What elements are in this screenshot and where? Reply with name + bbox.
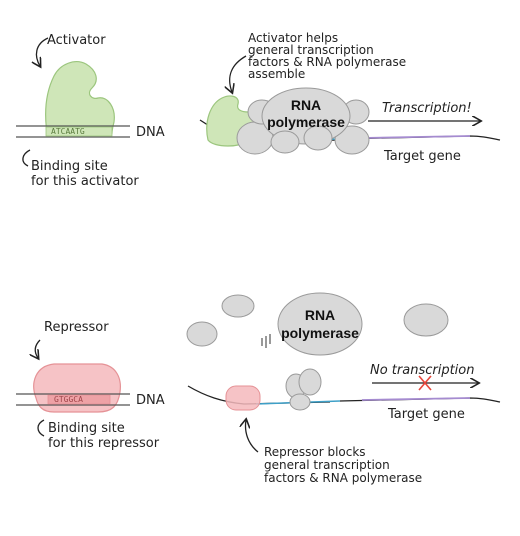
binding-site-hook	[22, 149, 31, 167]
repressor-binding-site	[47, 394, 111, 405]
bound-repressor	[225, 385, 261, 411]
helps-pointer-arrow	[230, 55, 247, 92]
rna-pol-bottom-label-line2: polymerase	[281, 325, 359, 341]
activator-label: Activator	[47, 33, 106, 48]
blocks-label-line3: factors & RNA polymerase	[264, 471, 422, 485]
gtf-blob-3	[334, 125, 370, 155]
rna-polymerase-bottom	[277, 292, 363, 356]
activator-binding-site	[45, 126, 113, 137]
target-gene-label-top: Target gene	[383, 149, 461, 164]
helps-label-line4: assemble	[248, 67, 305, 81]
rna-pol-label-line1: RNA	[291, 97, 321, 113]
helps-label-line1: Activator helps	[248, 31, 338, 45]
x-mark-icon	[418, 375, 432, 391]
dna-label-bottom: DNA	[136, 393, 165, 408]
gtf-blob-6	[303, 125, 333, 151]
binding-site-label-line1: Binding site	[31, 159, 108, 174]
gtf-cluster-2	[298, 368, 322, 396]
motion-lines-icon	[261, 334, 271, 348]
repressor-pointer-arrow	[35, 339, 41, 358]
transcription-label: Transcription!	[382, 101, 472, 116]
gtf-blob-5	[270, 130, 300, 154]
target-gene-line-bottom	[339, 397, 501, 403]
binding-site-bottom-line2: for this repressor	[48, 436, 160, 451]
activator-pointer-arrow	[36, 37, 49, 66]
binding-site-label-line2: for this activator	[31, 174, 139, 189]
target-gene-segment	[361, 135, 471, 139]
activator-protein	[45, 61, 115, 134]
helps-label-line3: factors & RNA polymerase	[248, 55, 406, 69]
repressor-label: Repressor	[44, 320, 109, 335]
blocks-label-line2: general transcription	[264, 458, 390, 472]
target-gene-label-bottom: Target gene	[387, 407, 465, 422]
no-transcription-label: No transcription	[370, 363, 475, 378]
dna-label: DNA	[136, 125, 165, 140]
binding-site-bottom-line1: Binding site	[48, 421, 125, 436]
gtf-cluster-3	[289, 393, 311, 411]
binding-site-hook-bottom	[37, 419, 45, 437]
blocks-label-line1: Repressor blocks	[264, 445, 366, 459]
free-gtf-1	[221, 294, 255, 318]
rna-pol-label-line2: polymerase	[267, 114, 345, 130]
free-gtf-2	[186, 321, 218, 347]
activator-site-sequence: ATCAATG	[51, 127, 85, 136]
blocks-pointer-arrow	[246, 420, 259, 453]
repressor-site-sequence: GTGGCA	[54, 395, 83, 404]
target-gene-line	[339, 135, 501, 141]
rna-pol-bottom-label-line1: RNA	[305, 307, 335, 323]
target-gene-segment-bottom	[361, 397, 471, 401]
free-gtf-3	[403, 303, 449, 337]
helps-label-line2: general transcription	[248, 43, 374, 57]
